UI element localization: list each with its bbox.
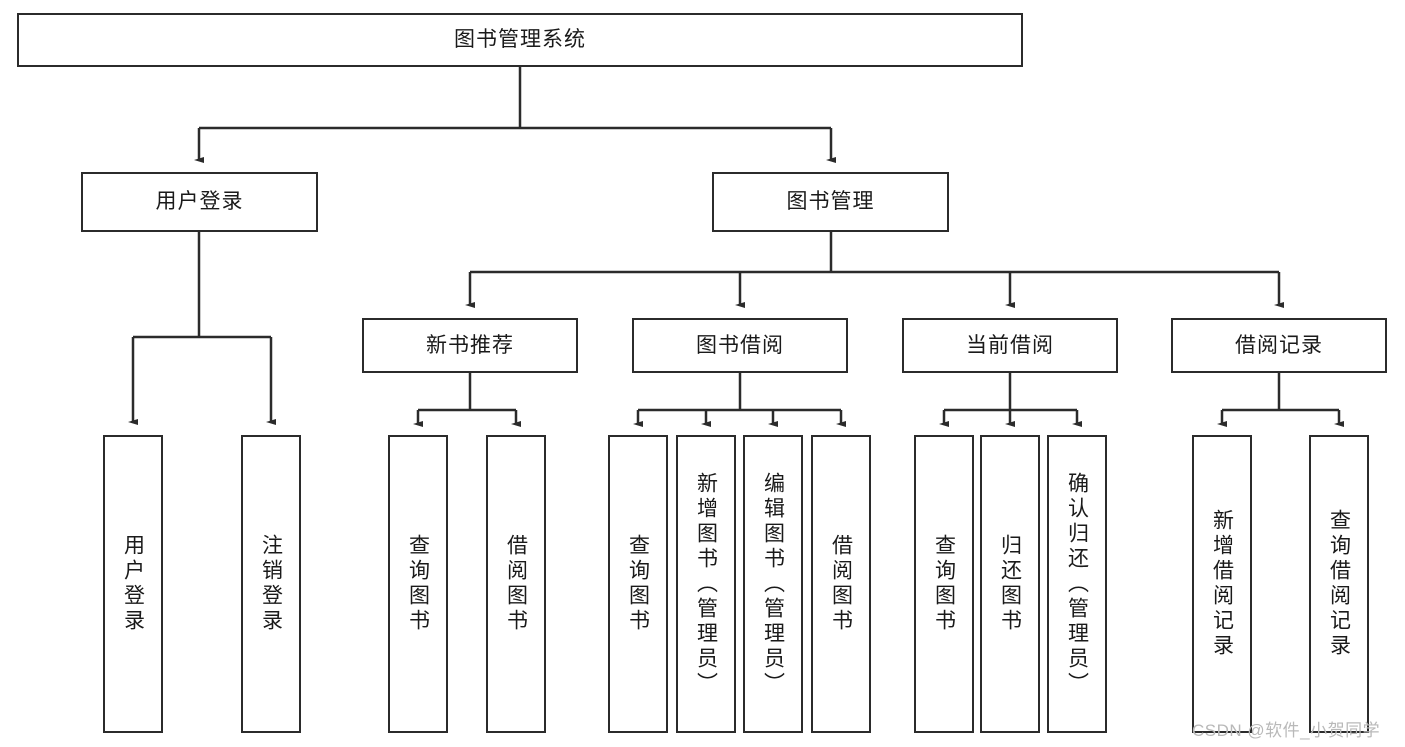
- leaf-borrow-book-1[interactable]: 新增图书（管理员）: [676, 435, 736, 733]
- node-label: 新书推荐: [426, 333, 514, 357]
- node-label: 查询图书: [406, 534, 430, 634]
- node-label: 借阅图书: [829, 534, 853, 634]
- node-label: 归还图书: [998, 534, 1022, 634]
- node-label: 编辑图书（管理员）: [761, 471, 785, 697]
- node-label: 图书管理: [786, 190, 875, 214]
- node-label: 查询图书: [932, 534, 956, 634]
- node-new-book-recommend[interactable]: 新书推荐: [362, 318, 578, 373]
- node-user-login[interactable]: 用户登录: [81, 172, 318, 232]
- node-borrow-record[interactable]: 借阅记录: [1171, 318, 1387, 373]
- node-label: 当前借阅: [966, 333, 1054, 357]
- node-label: 借阅记录: [1235, 333, 1323, 357]
- leaf-current-borrow-2[interactable]: 确认归还（管理员）: [1047, 435, 1107, 733]
- node-label: 新增图书（管理员）: [694, 471, 718, 697]
- node-book-management[interactable]: 图书管理: [712, 172, 949, 232]
- leaf-user-login-0[interactable]: 用户登录: [103, 435, 163, 733]
- node-label: 图书借阅: [696, 333, 784, 357]
- leaf-borrow-book-2[interactable]: 编辑图书（管理员）: [743, 435, 803, 733]
- node-label: 查询借阅记录: [1327, 509, 1351, 659]
- node-label: 借阅图书: [504, 534, 528, 634]
- node-label: 查询图书: [626, 534, 650, 634]
- leaf-current-borrow-0[interactable]: 查询图书: [914, 435, 974, 733]
- node-label: 用户登录: [121, 534, 145, 634]
- node-label: 图书管理系统: [454, 28, 586, 52]
- node-label: 用户登录: [155, 190, 244, 214]
- watermark-text: CSDN @软件_小贺同学: [1192, 721, 1381, 740]
- leaf-borrow-book-0[interactable]: 查询图书: [608, 435, 668, 733]
- node-label: 新增借阅记录: [1210, 509, 1234, 659]
- leaf-borrow-record-0[interactable]: 新增借阅记录: [1192, 435, 1252, 733]
- leaf-borrow-book-3[interactable]: 借阅图书: [811, 435, 871, 733]
- leaf-new-book-1[interactable]: 借阅图书: [486, 435, 546, 733]
- leaf-current-borrow-1[interactable]: 归还图书: [980, 435, 1040, 733]
- node-current-borrow[interactable]: 当前借阅: [902, 318, 1118, 373]
- node-label: 确认归还（管理员）: [1065, 471, 1089, 697]
- leaf-user-login-1[interactable]: 注销登录: [241, 435, 301, 733]
- node-label: 注销登录: [259, 534, 283, 634]
- leaf-new-book-0[interactable]: 查询图书: [388, 435, 448, 733]
- leaf-borrow-record-1[interactable]: 查询借阅记录: [1309, 435, 1369, 733]
- node-root-book-management-system[interactable]: 图书管理系统: [17, 13, 1023, 67]
- node-book-borrow[interactable]: 图书借阅: [632, 318, 848, 373]
